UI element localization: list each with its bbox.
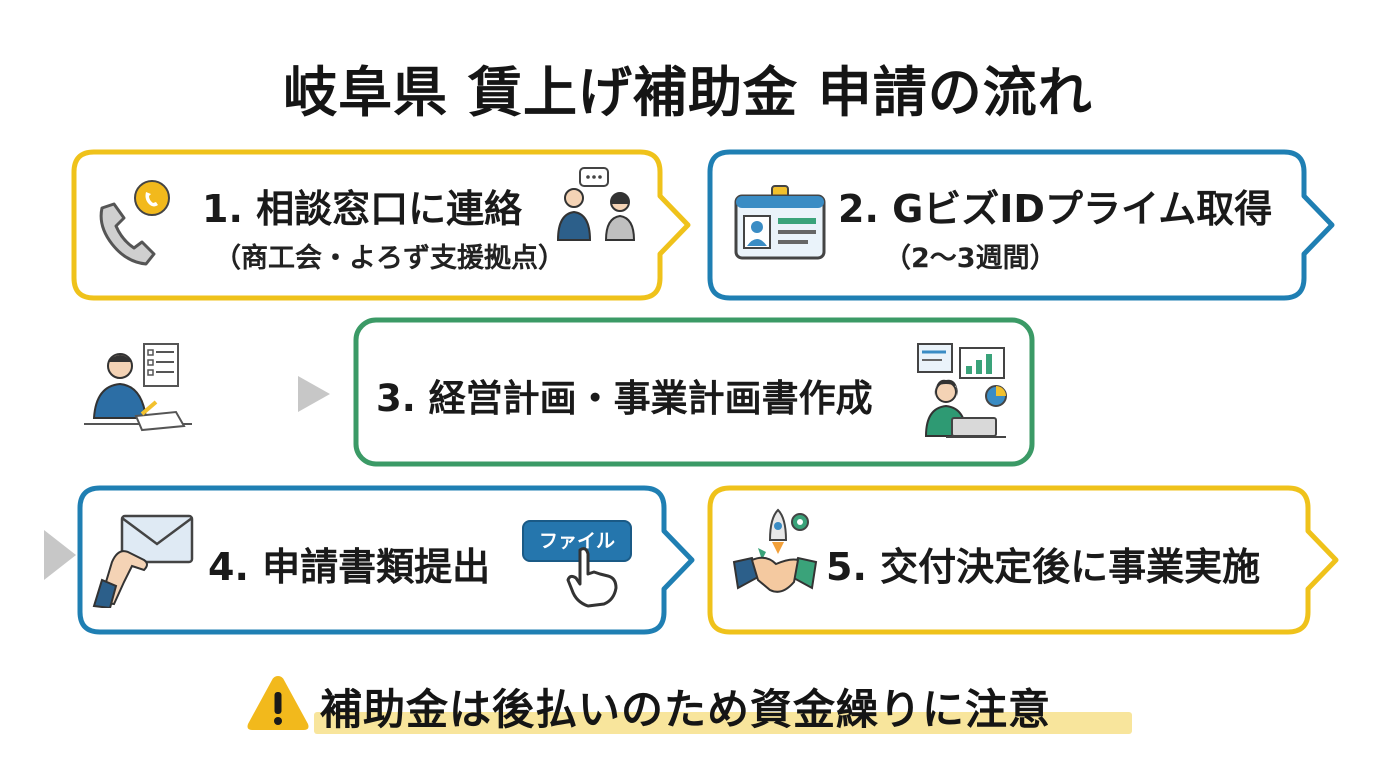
step-4-box: 4. 申請書類提出 ファイル: [77, 485, 708, 635]
flow-arrow-to-step-4-icon: [44, 530, 76, 580]
step-2-sub: （2〜3週間）: [884, 243, 1057, 274]
step-1-label: 1. 相談窓口に連絡: [202, 187, 523, 231]
step-3-box: 3. 経営計画・事業計画書作成: [353, 317, 1036, 467]
page-title: 岐阜県 賃上げ補助金 申請の流れ: [283, 61, 1093, 124]
step-2-label: 2. GビズIDプライム取得: [838, 187, 1273, 231]
step-2-box: 2. GビズIDプライム取得 （2〜3週間）: [707, 149, 1348, 301]
warning-icon: [247, 676, 309, 730]
step-4-label: 4. 申請書類提出: [208, 545, 491, 589]
warning-highlight: [314, 712, 1132, 734]
hand-cursor-icon: [566, 547, 618, 608]
file-button-label: ファイル: [538, 530, 615, 552]
step-1-sub: （商工会・よろず支援拠点）: [214, 243, 565, 274]
consultation-people-icon: [556, 167, 636, 241]
step-5-box: 5. 交付決定後に事業実施: [707, 485, 1348, 635]
warning-banner: 補助金は後払いのため資金繰りに注意: [0, 672, 1376, 742]
person-laptop-charts-icon: [917, 343, 1007, 438]
file-button[interactable]: ファイル: [522, 520, 632, 562]
step-5-label: 5. 交付決定後に事業実施: [826, 545, 1261, 589]
step-2-frame: [707, 149, 1335, 301]
step-3-label: 3. 経営計画・事業計画書作成: [376, 377, 873, 420]
envelope-hand-icon: [92, 514, 194, 608]
handshake-rocket-icon: [732, 508, 818, 593]
phone-icon: [99, 180, 170, 266]
warning-text: 補助金は後払いのため資金繰りに注意: [320, 685, 1052, 734]
id-card-icon: [734, 185, 826, 260]
step-1-frame: [71, 149, 691, 301]
step-1-box: 1. 相談窓口に連絡 （商工会・よろず支援拠点）: [71, 149, 712, 301]
step-5-frame: [707, 485, 1339, 635]
flow-arrow-to-step-3-icon: [298, 376, 330, 412]
step-3-frame: [353, 317, 1035, 467]
person-writing-icon: [84, 343, 192, 432]
